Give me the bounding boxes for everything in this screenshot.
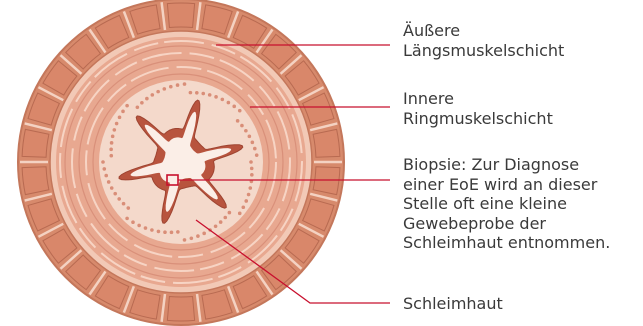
gland-dot bbox=[236, 119, 240, 123]
gland-dot bbox=[125, 104, 129, 108]
gland-dot bbox=[111, 135, 115, 139]
gland-dot bbox=[214, 224, 218, 228]
gland-dot bbox=[122, 202, 126, 206]
label-line: Innere bbox=[403, 89, 553, 109]
gland-dot bbox=[137, 224, 141, 228]
gland-dot bbox=[176, 230, 180, 234]
gland-dot bbox=[255, 153, 259, 157]
muscle-bundle bbox=[22, 129, 49, 157]
label-line: Schleimhaut entnommen. bbox=[403, 233, 610, 253]
gland-dot bbox=[103, 167, 107, 171]
gland-dot bbox=[131, 220, 135, 224]
gland-dot bbox=[151, 93, 155, 97]
label-biopsy: Biopsie: Zur Diagnose einer EoE wird an … bbox=[403, 155, 610, 253]
label-line: einer EoE wird an dieser bbox=[403, 175, 610, 195]
gland-dot bbox=[241, 205, 245, 209]
gland-dot bbox=[163, 87, 167, 91]
gland-dot bbox=[227, 101, 231, 105]
gland-dot bbox=[223, 216, 227, 220]
muscle-bundle bbox=[167, 297, 194, 321]
gland-dot bbox=[169, 85, 173, 89]
gland-dot bbox=[118, 116, 122, 120]
gland-dot bbox=[140, 101, 144, 105]
label-outer-longitudinal-muscle: Äußere Längsmuskelschicht bbox=[403, 21, 564, 60]
gland-dot bbox=[208, 93, 212, 97]
gland-dot bbox=[250, 173, 254, 177]
gland-dot bbox=[232, 105, 236, 109]
gland-dot bbox=[115, 122, 119, 126]
gland-dot bbox=[104, 174, 108, 178]
gland-dot bbox=[125, 217, 129, 221]
gland-dot bbox=[170, 231, 174, 235]
label-line: Biopsie: Zur Diagnose bbox=[403, 155, 610, 175]
label-mucosa: Schleimhaut bbox=[403, 294, 503, 314]
gland-dot bbox=[145, 97, 149, 101]
gland-dot bbox=[126, 206, 130, 210]
gland-dot bbox=[110, 141, 114, 145]
gland-dot bbox=[228, 211, 232, 215]
gland-dot bbox=[221, 98, 225, 102]
label-inner-circular-muscle: Innere Ringmuskelschicht bbox=[403, 89, 553, 128]
gland-dot bbox=[202, 232, 206, 236]
label-line: Schleimhaut bbox=[403, 294, 503, 314]
label-line: Ringmuskelschicht bbox=[403, 109, 553, 129]
gland-dot bbox=[113, 192, 117, 196]
muscle-bundle bbox=[313, 129, 340, 157]
gland-dot bbox=[136, 105, 140, 109]
gland-dot bbox=[219, 220, 223, 224]
gland-dot bbox=[196, 234, 200, 238]
gland-dot bbox=[150, 228, 154, 232]
gland-dot bbox=[250, 167, 254, 171]
gland-dot bbox=[214, 95, 218, 99]
gland-dot bbox=[110, 186, 114, 190]
gland-dot bbox=[253, 147, 257, 151]
gland-dot bbox=[244, 199, 248, 203]
muscle-bundle bbox=[22, 167, 49, 195]
label-line: Gewebeprobe der bbox=[403, 214, 610, 234]
gland-dot bbox=[201, 92, 205, 96]
gland-dot bbox=[189, 91, 193, 95]
gland-dot bbox=[183, 82, 187, 86]
gland-dot bbox=[249, 160, 253, 164]
gland-dot bbox=[176, 83, 180, 87]
gland-dot bbox=[244, 129, 248, 133]
gland-dot bbox=[238, 212, 242, 216]
gland-dot bbox=[238, 109, 242, 113]
gland-dot bbox=[247, 193, 251, 197]
gland-dot bbox=[183, 238, 187, 242]
gland-dot bbox=[121, 110, 125, 114]
gland-dot bbox=[117, 197, 121, 201]
gland-dot bbox=[157, 230, 161, 234]
label-line: Äußere bbox=[403, 21, 564, 41]
gland-dot bbox=[248, 135, 252, 139]
gland-dot bbox=[144, 226, 148, 230]
gland-dot bbox=[107, 180, 111, 184]
gland-dot bbox=[251, 141, 255, 145]
label-line: Stelle oft eine kleine bbox=[403, 194, 610, 214]
gland-dot bbox=[156, 90, 160, 94]
gland-dot bbox=[195, 91, 199, 95]
gland-dot bbox=[240, 124, 244, 128]
gland-dot bbox=[109, 148, 113, 152]
label-line: Längsmuskelschicht bbox=[403, 41, 564, 61]
gland-dot bbox=[163, 230, 167, 234]
gland-dot bbox=[113, 128, 117, 132]
gland-dot bbox=[248, 186, 252, 190]
muscle-bundle bbox=[167, 3, 194, 27]
muscle-bundle bbox=[313, 167, 340, 195]
gland-dot bbox=[109, 154, 113, 158]
gland-dot bbox=[101, 160, 105, 164]
gland-dot bbox=[190, 237, 194, 241]
